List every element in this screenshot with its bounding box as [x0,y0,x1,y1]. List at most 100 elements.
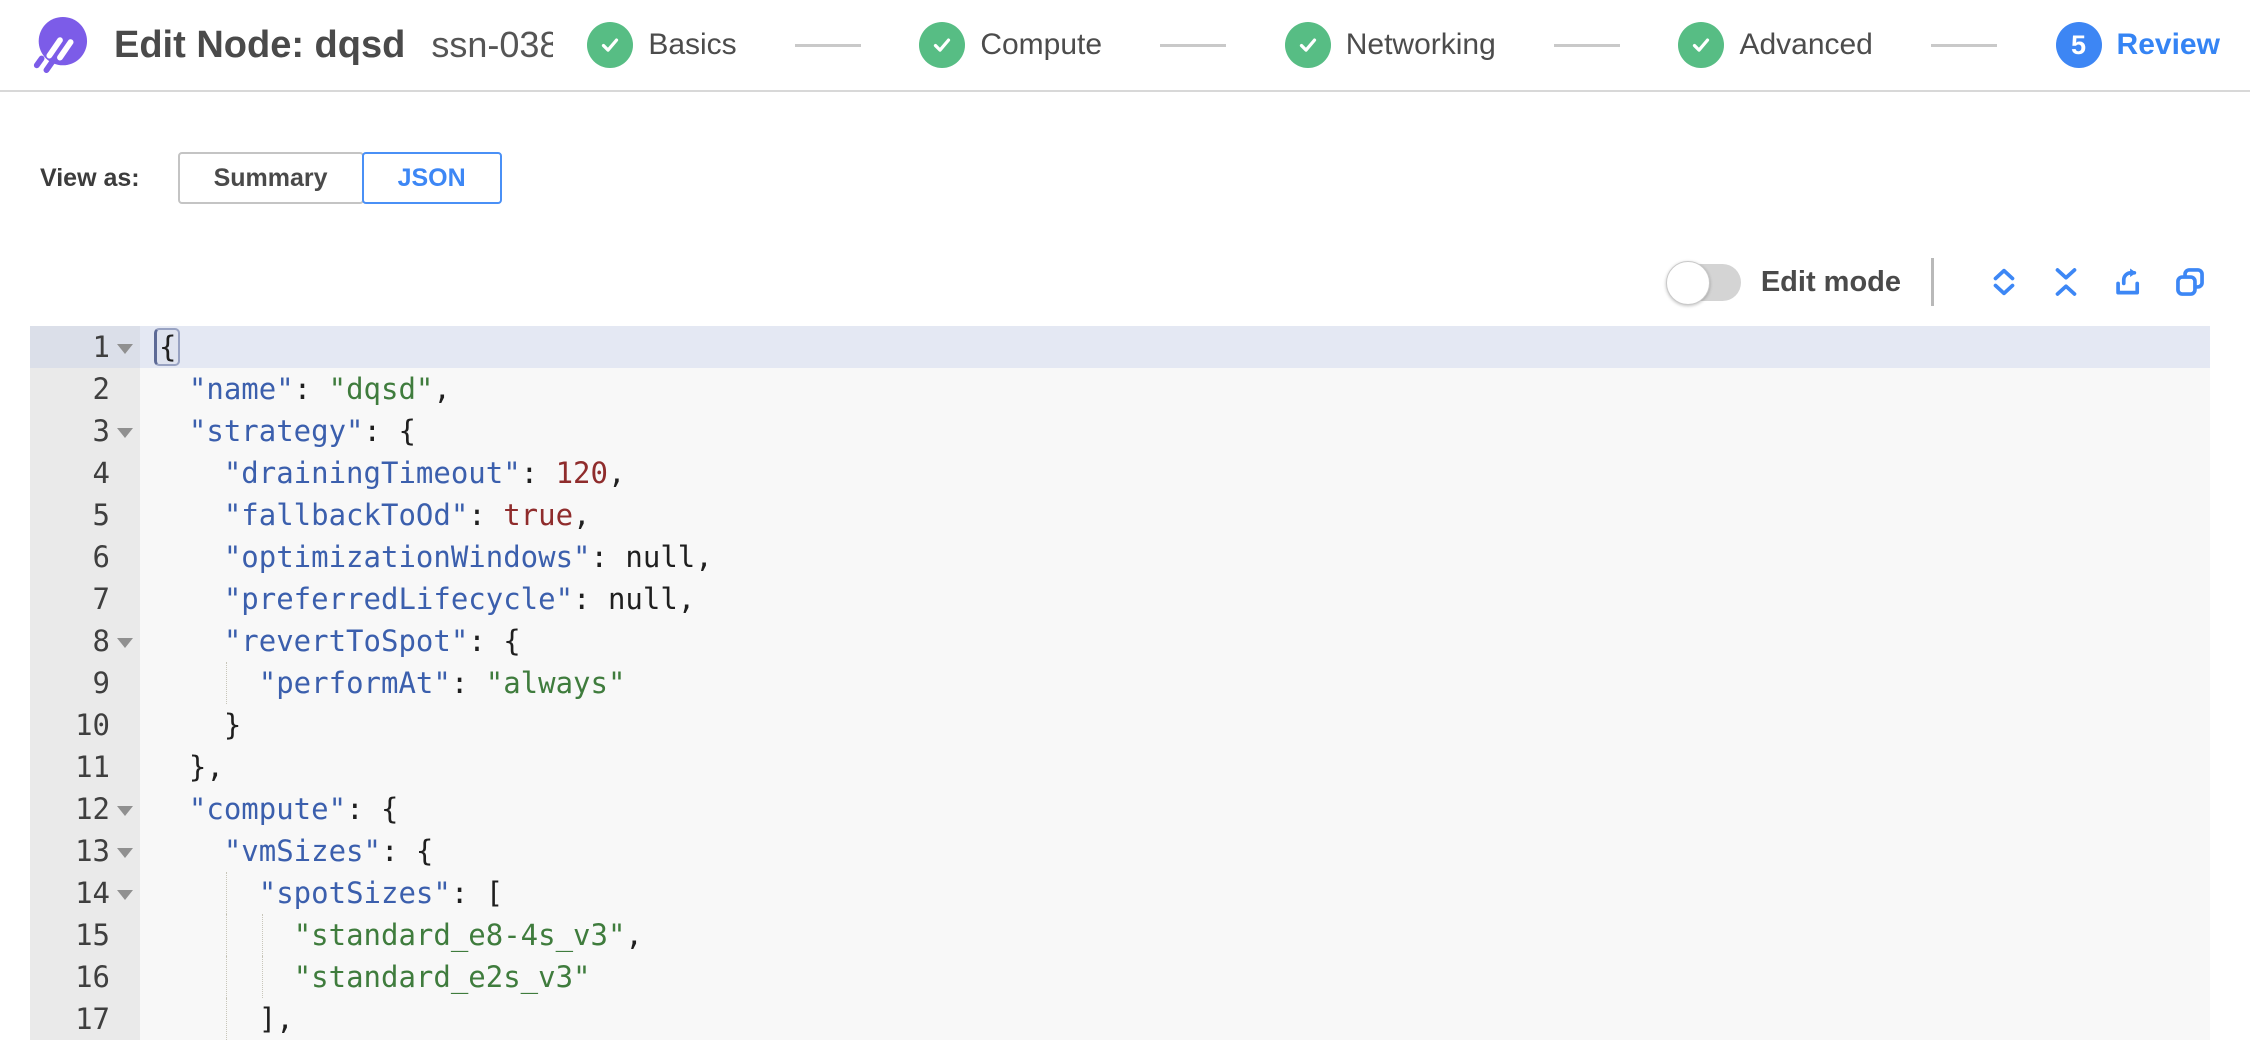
token: "spotSizes" [258,876,451,910]
step-connector [1554,43,1621,47]
step-networking[interactable]: Networking [1284,22,1496,68]
code-content[interactable]: { [140,326,2210,368]
token [154,498,224,532]
gutter-cell: 2 [30,368,140,410]
fold-arrow-icon[interactable] [117,806,133,816]
code-line[interactable]: 11 }, [30,746,2210,788]
code-line[interactable]: 6 "optimizationWindows": null, [30,536,2210,578]
gutter-cell: 14 [30,872,140,914]
indent-guide [226,914,227,956]
copy-icon[interactable] [2170,262,2210,302]
step-connector [1160,43,1227,47]
step-label: Advanced [1739,28,1873,61]
gutter-cell: 3 [30,410,140,452]
view-json-button[interactable]: JSON [361,152,502,204]
code-line[interactable]: 12 "compute": { [30,788,2210,830]
code-line[interactable]: 13 "vmSizes": { [30,830,2210,872]
toolbar-divider [1931,258,1934,306]
token [154,624,224,658]
edit-mode-toggle[interactable] [1665,260,1741,305]
code-line[interactable]: 9 "performAt": "always" [30,662,2210,704]
code-line[interactable]: 2 "name": "dqsd", [30,368,2210,410]
code-line[interactable]: 8 "revertToSpot": { [30,620,2210,662]
gutter-cell: 10 [30,704,140,746]
code-content[interactable]: "standard_e2s_v3" [140,956,2210,998]
token: } [154,708,242,742]
code-content[interactable]: } [140,704,2210,746]
gutter-cell: 1 [30,326,140,368]
code-line[interactable]: 1{ [30,326,2210,368]
step-number-badge: 5 [2055,22,2102,68]
code-line[interactable]: 5 "fallbackToOd": true, [30,494,2210,536]
token: "fallbackToOd" [223,498,469,532]
token: , [625,918,643,952]
code-content[interactable]: "preferredLifecycle": null, [140,578,2210,620]
code-content[interactable]: "name": "dqsd", [140,368,2210,410]
token: : null, [573,582,696,616]
gutter-cell: 16 [30,956,140,998]
indent-guide [226,956,227,998]
fold-arrow-icon[interactable] [117,638,133,648]
token: "strategy" [188,414,364,448]
fold-arrow-icon[interactable] [117,890,133,900]
token: : [ [450,876,504,910]
code-line[interactable]: 4 "drainingTimeout": 120, [30,452,2210,494]
code-line[interactable]: 15 "standard_e8-4s_v3", [30,914,2210,956]
fold-arrow-icon[interactable] [117,344,133,354]
code-content[interactable]: "revertToSpot": { [140,620,2210,662]
fold-arrow-icon[interactable] [117,428,133,438]
line-number: 1 [92,330,110,364]
token [154,666,259,700]
code-line[interactable]: 3 "strategy": { [30,410,2210,452]
export-icon[interactable] [2108,262,2148,302]
line-number: 11 [75,750,110,784]
code-content[interactable]: "compute": { [140,788,2210,830]
step-connector [1931,43,1998,47]
line-number: 6 [92,540,110,574]
token: , [573,498,591,532]
code-line[interactable]: 14 "spotSizes": [ [30,872,2210,914]
code-content[interactable]: "drainingTimeout": 120, [140,452,2210,494]
line-number: 12 [75,792,110,826]
code-content[interactable]: ], [140,998,2210,1040]
code-content[interactable]: "spotSizes": [ [140,872,2210,914]
token: ], [154,1002,294,1036]
gutter-cell: 5 [30,494,140,536]
view-as-label: View as: [40,163,140,192]
view-summary-button[interactable]: Summary [177,152,364,204]
json-editor[interactable]: 1{2 "name": "dqsd",3 "strategy": {4 "dra… [30,326,2210,1040]
fold-arrow-icon[interactable] [117,848,133,858]
code-content[interactable]: "standard_e8-4s_v3", [140,914,2210,956]
code-line[interactable]: 10 } [30,704,2210,746]
token [154,792,189,826]
code-line[interactable]: 16 "standard_e2s_v3" [30,956,2210,998]
token: : [468,498,504,532]
code-content[interactable]: "vmSizes": { [140,830,2210,872]
expand-icon[interactable] [1984,262,2024,302]
code-content[interactable]: "strategy": { [140,410,2210,452]
collapse-icon[interactable] [2046,262,2086,302]
token: : [520,456,556,490]
code-content[interactable]: "optimizationWindows": null, [140,536,2210,578]
token [154,372,189,406]
line-number: 5 [92,498,110,532]
line-number: 14 [75,876,110,910]
step-label: Compute [980,28,1103,61]
token: , [607,456,626,490]
code-content[interactable]: "fallbackToOd": true, [140,494,2210,536]
code-line[interactable]: 17 ], [30,998,2210,1040]
step-compute[interactable]: Compute [919,22,1102,68]
code-line[interactable]: 7 "preferredLifecycle": null, [30,578,2210,620]
token [154,414,189,448]
step-check-icon [1284,22,1331,68]
toggle-knob[interactable] [1665,260,1710,305]
token: "performAt" [258,666,451,700]
step-basics[interactable]: Basics [587,22,737,68]
step-advanced[interactable]: Advanced [1678,22,1873,68]
token [154,456,224,490]
code-content[interactable]: "performAt": "always" [140,662,2210,704]
token [154,582,224,616]
code-content[interactable]: }, [140,746,2210,788]
